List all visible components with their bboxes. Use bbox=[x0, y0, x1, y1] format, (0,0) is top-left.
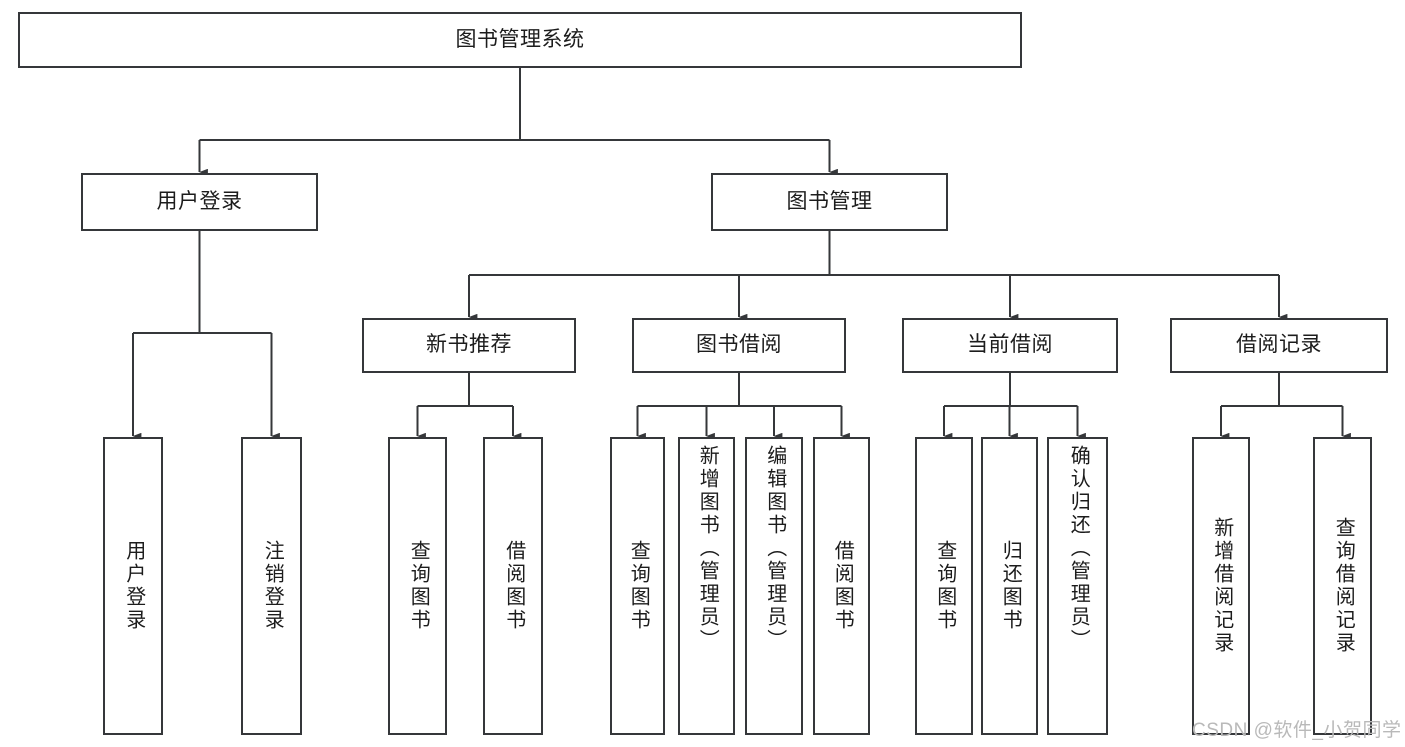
node-label-leaf-borrow-book-1: 借阅图书 bbox=[502, 540, 525, 632]
node-leaf-add-book: 新增图书（管理员） bbox=[678, 437, 735, 735]
node-leaf-logout: 注销登录 bbox=[241, 437, 302, 735]
node-leaf-query-record: 查询借阅记录 bbox=[1313, 437, 1372, 735]
node-leaf-return-book: 归还图书 bbox=[981, 437, 1038, 735]
node-root: 图书管理系统 bbox=[18, 12, 1022, 68]
watermark-text: CSDN @软件_小贺同学 bbox=[1192, 720, 1402, 741]
node-label-root: 图书管理系统 bbox=[455, 27, 585, 51]
node-label-leaf-user-login: 用户登录 bbox=[122, 540, 145, 632]
node-label-user-login: 用户登录 bbox=[156, 189, 243, 213]
node-leaf-query-book-2: 查询图书 bbox=[610, 437, 665, 735]
node-label-borrow-record: 借阅记录 bbox=[1236, 333, 1322, 357]
node-label-leaf-query-book-3: 查询图书 bbox=[933, 540, 956, 632]
node-label-leaf-edit-book: 编辑图书（管理员） bbox=[763, 445, 786, 652]
node-label-leaf-query-book-2: 查询图书 bbox=[627, 540, 650, 632]
node-book-manage: 图书管理 bbox=[711, 173, 948, 231]
node-label-leaf-query-record: 查询借阅记录 bbox=[1332, 517, 1355, 655]
node-label-book-borrow: 图书借阅 bbox=[696, 333, 782, 357]
node-label-leaf-borrow-book-2: 借阅图书 bbox=[831, 540, 854, 632]
node-label-leaf-logout: 注销登录 bbox=[261, 540, 284, 632]
node-label-leaf-query-book-1: 查询图书 bbox=[407, 540, 430, 632]
node-label-book-manage: 图书管理 bbox=[786, 189, 873, 213]
node-leaf-user-login: 用户登录 bbox=[103, 437, 163, 735]
node-label-current-borrow: 当前借阅 bbox=[967, 333, 1053, 357]
node-user-login: 用户登录 bbox=[81, 173, 318, 231]
node-leaf-query-book-1: 查询图书 bbox=[388, 437, 447, 735]
node-book-borrow: 图书借阅 bbox=[632, 318, 846, 373]
node-leaf-edit-book: 编辑图书（管理员） bbox=[745, 437, 803, 735]
node-label-leaf-confirm-return: 确认归还（管理员） bbox=[1067, 445, 1090, 652]
node-current-borrow: 当前借阅 bbox=[902, 318, 1118, 373]
node-borrow-record: 借阅记录 bbox=[1170, 318, 1388, 373]
node-leaf-borrow-book-2: 借阅图书 bbox=[813, 437, 870, 735]
node-leaf-borrow-book-1: 借阅图书 bbox=[483, 437, 543, 735]
node-leaf-add-record: 新增借阅记录 bbox=[1192, 437, 1250, 735]
node-label-leaf-add-book: 新增图书（管理员） bbox=[696, 445, 719, 652]
node-label-new-book-rec: 新书推荐 bbox=[426, 333, 512, 357]
node-label-leaf-add-record: 新增借阅记录 bbox=[1210, 517, 1233, 655]
node-leaf-confirm-return: 确认归还（管理员） bbox=[1047, 437, 1108, 735]
node-new-book-rec: 新书推荐 bbox=[362, 318, 576, 373]
node-label-leaf-return-book: 归还图书 bbox=[999, 540, 1022, 632]
node-leaf-query-book-3: 查询图书 bbox=[915, 437, 973, 735]
